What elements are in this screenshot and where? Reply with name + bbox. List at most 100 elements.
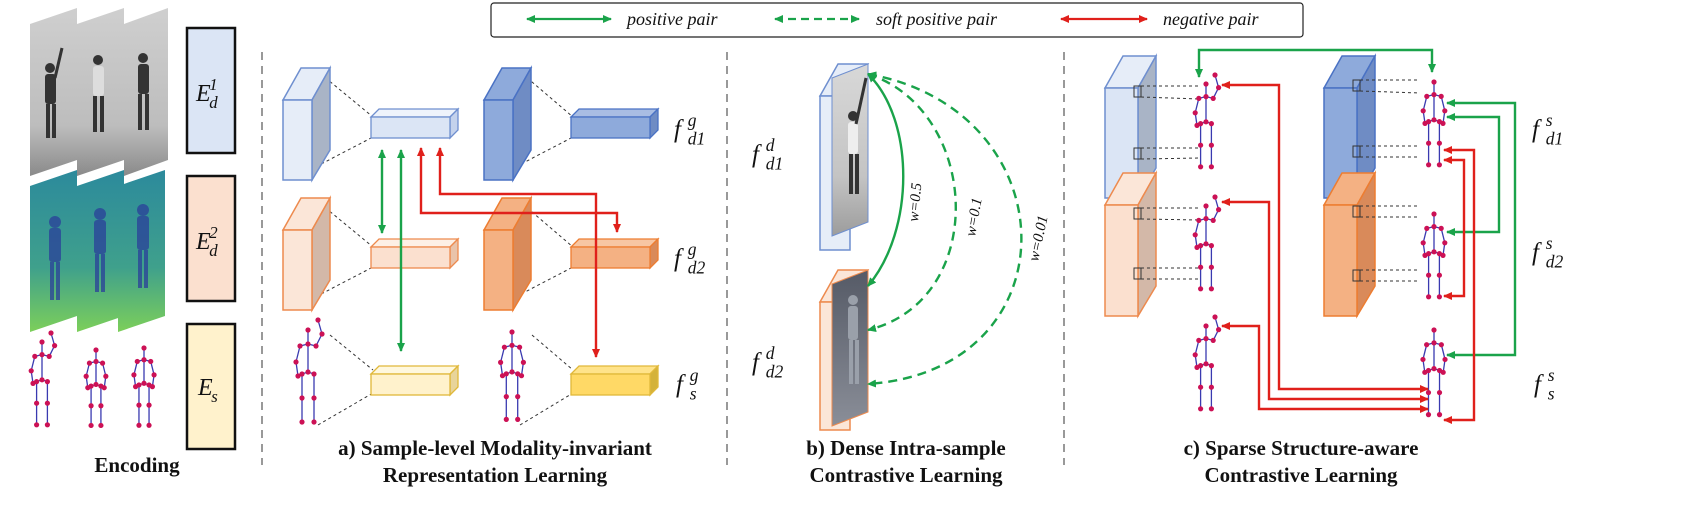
skeleton-joint — [34, 422, 40, 428]
skeleton-joint — [39, 352, 45, 358]
skeleton-joint — [1203, 81, 1209, 87]
skeleton-joint — [136, 382, 142, 388]
skeleton-joint — [1426, 140, 1432, 146]
skeleton-joint — [93, 358, 99, 365]
skeleton-joint — [1425, 367, 1432, 374]
skeleton-joint — [1436, 412, 1443, 418]
skeleton-joint — [1431, 249, 1437, 255]
skeleton-joint — [1216, 207, 1222, 213]
symbol-subscript: d2 — [1546, 252, 1564, 272]
skeleton-joint — [141, 357, 147, 363]
skeleton-joint — [1198, 164, 1204, 170]
skeleton-joint — [1436, 119, 1442, 125]
positive-arrow-top — [1195, 48, 1436, 78]
weight-label-2: w=0.01 — [1026, 214, 1051, 263]
skeleton-joint — [311, 419, 317, 425]
skeleton-joint — [299, 419, 305, 425]
skeleton-joint — [1212, 314, 1218, 320]
feature-map-depth-dark — [482, 195, 533, 313]
skeleton-joint — [1424, 93, 1430, 99]
symbol-base: f — [1532, 116, 1542, 143]
skeleton-a-right — [498, 329, 527, 422]
skeleton-joint — [1442, 108, 1448, 114]
skeleton-joint — [93, 347, 99, 353]
legend-negative-label: negative pair — [1163, 9, 1259, 29]
skeleton-joint — [498, 359, 504, 365]
skeleton-joint — [48, 330, 54, 336]
skeleton-joint — [1210, 95, 1216, 101]
symbol-subscript: d — [209, 93, 218, 112]
skeleton-joint — [1198, 264, 1204, 270]
encoder-s-box — [185, 322, 237, 451]
legend-positive-label: positive pair — [625, 9, 718, 29]
skeleton-joint — [148, 358, 154, 365]
encoding-panel: E1d E2d Es Encoding — [28, 8, 237, 477]
skeleton-joint — [136, 422, 142, 428]
skeleton-joint — [1431, 366, 1437, 372]
skeleton-joint — [1436, 389, 1443, 396]
skeleton-joint — [1210, 337, 1216, 343]
skeleton-joint — [1192, 110, 1198, 116]
symbol-subscript: s — [1548, 384, 1555, 404]
skeleton-joint — [1431, 340, 1437, 346]
symbol-superscript: g — [690, 365, 699, 385]
skeleton-joint — [503, 371, 509, 377]
skeleton-c-right — [1420, 79, 1448, 418]
symbol-superscript: d — [766, 135, 775, 155]
vector-depth-light — [369, 237, 460, 270]
skeleton-joint — [98, 403, 104, 409]
symbol-superscript: s — [1546, 233, 1553, 253]
skeleton-joint — [1424, 225, 1430, 231]
skeleton-joint — [32, 353, 38, 359]
skeleton-joint — [1198, 142, 1204, 148]
positive-arrow-right-1 — [1446, 99, 1517, 359]
skeleton-joint — [39, 339, 45, 345]
skeleton-joint — [88, 383, 94, 389]
skeleton-joint — [1431, 79, 1437, 85]
skeleton-joint — [1203, 323, 1209, 329]
skeleton-joint — [1210, 217, 1216, 223]
skeleton-joint — [1212, 72, 1218, 78]
symbol-subscript: d1 — [688, 129, 706, 149]
panel-a-caption-line1: a) Sample-level Modality-invariant — [338, 436, 652, 460]
skeleton-joint — [517, 344, 523, 350]
negative-arrow-5 — [1443, 156, 1466, 300]
skeleton-joint — [515, 371, 521, 377]
skeleton-joint — [1196, 95, 1202, 101]
skeleton-joint — [1431, 224, 1437, 230]
skeleton-joint — [1198, 243, 1204, 249]
panel-b-caption-line2: Contrastive Learning — [809, 463, 1003, 487]
skeleton-joint — [1216, 85, 1222, 91]
skeleton-joint — [503, 416, 509, 422]
negative-arrow-4 — [1443, 146, 1476, 424]
symbol-subscript: s — [211, 387, 218, 406]
skeleton-joint — [1436, 140, 1442, 146]
skeleton-a-left — [293, 317, 325, 425]
symbol-base: f — [676, 371, 686, 398]
skeleton-joint — [1426, 251, 1432, 257]
skeleton-joint — [1425, 389, 1432, 396]
skeleton-joint — [1208, 243, 1214, 249]
panel-c-caption-line1: c) Sparse Structure-aware — [1184, 436, 1419, 460]
encoder-d1-box — [185, 26, 237, 155]
skeleton-joint — [34, 400, 40, 406]
weight-label-0: w=0.5 — [906, 182, 925, 223]
skeleton-joint — [1198, 363, 1204, 369]
legend: positive pair soft positive pair negativ… — [490, 2, 1304, 38]
encoder-d2-box — [185, 174, 237, 303]
skeleton-joint — [305, 341, 311, 347]
skeleton-joint — [1208, 121, 1214, 127]
encoder-d2-label: E2d — [195, 223, 218, 260]
skeleton-joint — [520, 359, 527, 365]
patch-projections — [1133, 79, 1421, 282]
skeleton-c-left — [1192, 72, 1222, 412]
skeleton-joint — [1438, 342, 1444, 348]
symbol-superscript: 1 — [209, 75, 217, 94]
symbol-superscript: s — [1548, 365, 1555, 385]
skeleton-joint — [311, 371, 317, 377]
skeleton-joint — [1208, 286, 1214, 292]
skeleton-joint — [39, 377, 45, 383]
skeleton-joint — [509, 342, 515, 348]
